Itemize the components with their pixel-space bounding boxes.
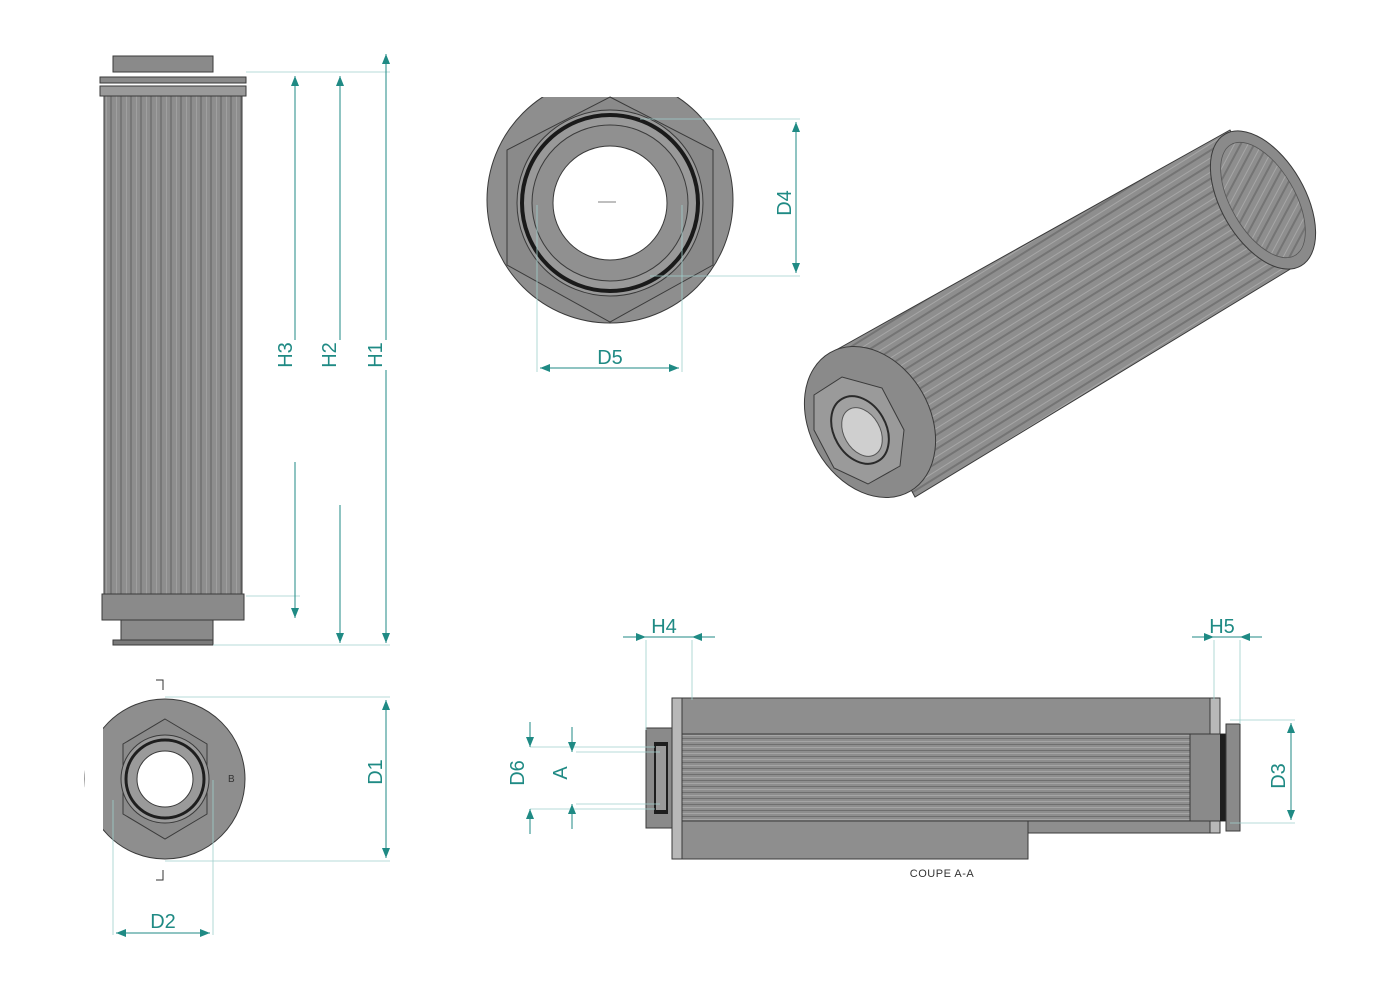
h-extension-lines — [213, 71, 390, 646]
dimension-h2: H2 — [319, 76, 344, 643]
d1-extension-lines — [112, 696, 390, 935]
dimension-h1: H1 — [365, 54, 390, 643]
dimension-label-h4: H4 — [651, 616, 677, 638]
dimension-label-h3: H3 — [275, 342, 297, 368]
dimension-label-d2: D2 — [150, 911, 176, 933]
side-view — [99, 55, 247, 646]
dimension-d1: D1 — [365, 700, 390, 858]
end-view-large — [480, 70, 740, 324]
dimension-label-a: A — [550, 766, 572, 780]
dimension-d6: D6 — [507, 722, 534, 834]
dimension-label-h2: H2 — [319, 342, 341, 368]
section-caption: COUPE A-A — [910, 868, 975, 880]
section-extension-lines — [530, 640, 1295, 824]
isometric-view — [803, 129, 1317, 498]
dimension-d4: D4 — [774, 122, 800, 273]
dimension-label-d1: D1 — [365, 759, 387, 785]
pleated-body — [103, 95, 243, 595]
dimension-label-h1: H1 — [365, 342, 387, 368]
top-cap-ring — [99, 85, 247, 97]
dimension-h4: H4 — [623, 616, 715, 641]
d4-d5-extension-lines — [536, 118, 800, 372]
dimension-d2: D2 — [116, 911, 210, 937]
top-cap-plate — [99, 76, 247, 84]
dimension-label-d6: D6 — [507, 760, 529, 786]
bottom-cap — [101, 593, 245, 621]
end-view-small: B — [84, 679, 246, 881]
top-cap-tab — [112, 55, 214, 73]
dimension-h3: H3 — [275, 76, 299, 618]
dimension-a: A — [550, 727, 576, 829]
dimension-h5: H5 — [1192, 616, 1262, 641]
dimension-label-h5: H5 — [1209, 616, 1235, 638]
bottom-spigot — [120, 619, 214, 641]
dimension-label-d5: D5 — [597, 347, 623, 369]
dimension-label-d3: D3 — [1268, 763, 1290, 789]
dimension-label-d4: D4 — [774, 190, 796, 216]
section-mark-b: B — [228, 774, 235, 785]
bottom-flange — [112, 639, 214, 646]
dimension-d3: D3 — [1268, 723, 1295, 820]
section-view: COUPE A-A — [645, 697, 1241, 880]
dimension-d5: D5 — [540, 347, 679, 372]
